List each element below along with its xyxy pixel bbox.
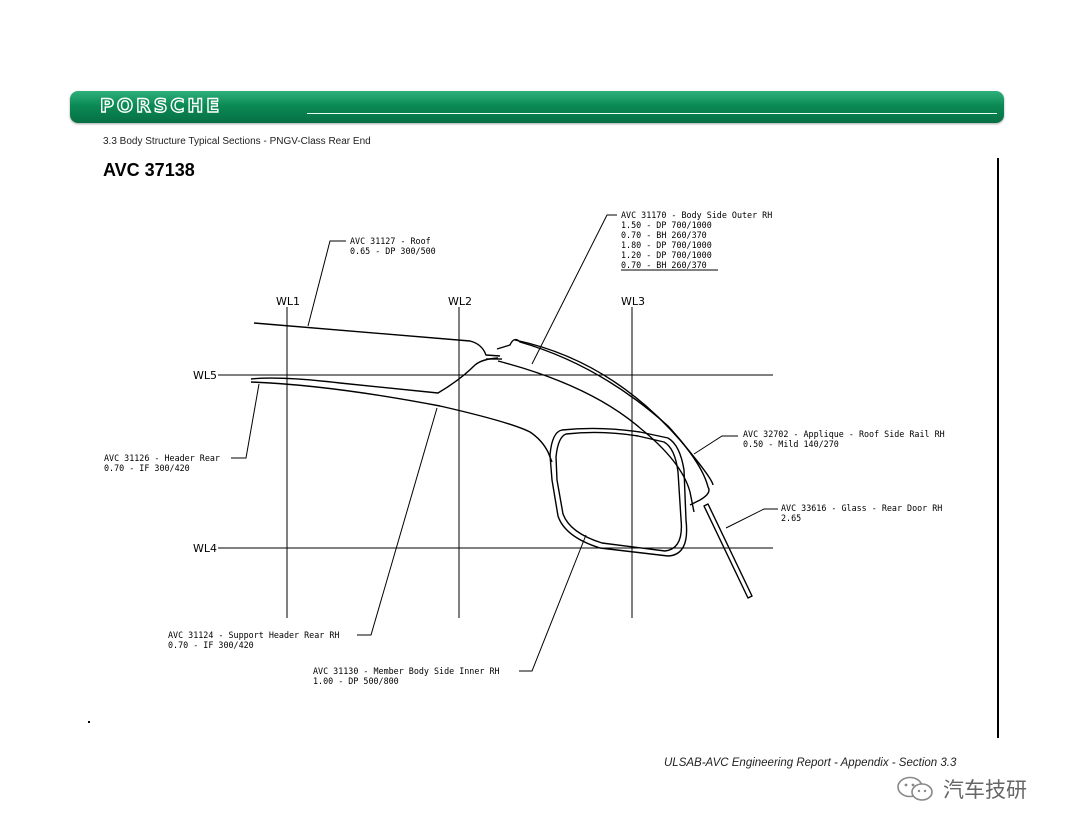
callout-body-side-outer-spec: 0.70 - BH 260/370 [621, 260, 707, 270]
callout-body-side-outer-spec: 1.80 - DP 700/1000 [621, 240, 712, 250]
wl3-label: WL3 [621, 295, 645, 308]
leader-glass [725, 508, 778, 529]
callout-glass-spec: 2.65 [781, 513, 801, 523]
stray-mark [88, 721, 90, 723]
applique-profile [514, 339, 714, 486]
rear-door-glass [703, 503, 753, 599]
roof-panel-profile [253, 322, 501, 357]
callout-glass-title: AVC 33616 - Glass - Rear Door RH [781, 503, 942, 513]
wl2-label: WL2 [448, 295, 472, 308]
brand-logo: PORSCHE [99, 94, 223, 117]
leader-roof [307, 240, 346, 327]
watermark-text: 汽车技研 [943, 778, 1027, 802]
page-title: AVC 37138 [103, 160, 195, 180]
callout-applique-title: AVC 32702 - Applique - Roof Side Rail RH [743, 429, 945, 439]
section-title: 3.3 Body Structure Typical Sections - PN… [103, 136, 371, 147]
member-inner-offset-profile [555, 431, 683, 552]
header-banner: PORSCHE [70, 91, 1004, 123]
callout-header-rear-title: AVC 31126 - Header Rear [104, 453, 220, 463]
leader-applique [693, 435, 738, 455]
callout-header-rear-spec: 0.70 - IF 300/420 [104, 463, 190, 473]
callout-body-side-outer-spec: 0.70 - BH 260/370 [621, 230, 707, 240]
callout-member-inner-title: AVC 31130 - Member Body Side Inner RH [313, 666, 500, 676]
wl1-label: WL1 [276, 295, 300, 308]
callout-body-side-outer-title: AVC 31170 - Body Side Outer RH [621, 210, 772, 220]
callout-support-header-title: AVC 31124 - Support Header Rear RH [168, 630, 339, 640]
callout-roof-spec: 0.65 - DP 300/500 [350, 246, 436, 256]
member-inner-profile [549, 427, 688, 557]
callout-body-side-outer-spec: 1.20 - DP 700/1000 [621, 250, 712, 260]
banner-divider [307, 113, 997, 114]
leader-member-inner [519, 534, 587, 672]
callout-body-side-outer-spec: 1.50 - DP 700/1000 [621, 220, 712, 230]
watermark: 汽车技研 [895, 773, 1027, 805]
callout-applique-spec: 0.50 - Mild 140/270 [743, 439, 839, 449]
chat-bubbles-icon [897, 776, 933, 801]
right-border-rule [997, 158, 999, 738]
wl4-label: WL4 [193, 542, 217, 555]
callout-member-inner-spec: 1.00 - DP 500/800 [313, 676, 399, 686]
body-side-outer-profile [496, 338, 710, 506]
header-rear-profile [250, 357, 499, 394]
leader-support-header [357, 407, 438, 636]
inner-flange-profile [497, 360, 695, 513]
wl5-label: WL5 [193, 369, 217, 382]
footer-report-title: ULSAB-AVC Engineering Report - Appendix … [664, 757, 957, 769]
leader-body-side-outer [531, 214, 617, 365]
leader-header-rear [231, 383, 260, 459]
callout-support-header-spec: 0.70 - IF 300/420 [168, 640, 254, 650]
callout-roof-title: AVC 31127 - Roof [350, 236, 431, 246]
support-header-profile [250, 381, 553, 463]
